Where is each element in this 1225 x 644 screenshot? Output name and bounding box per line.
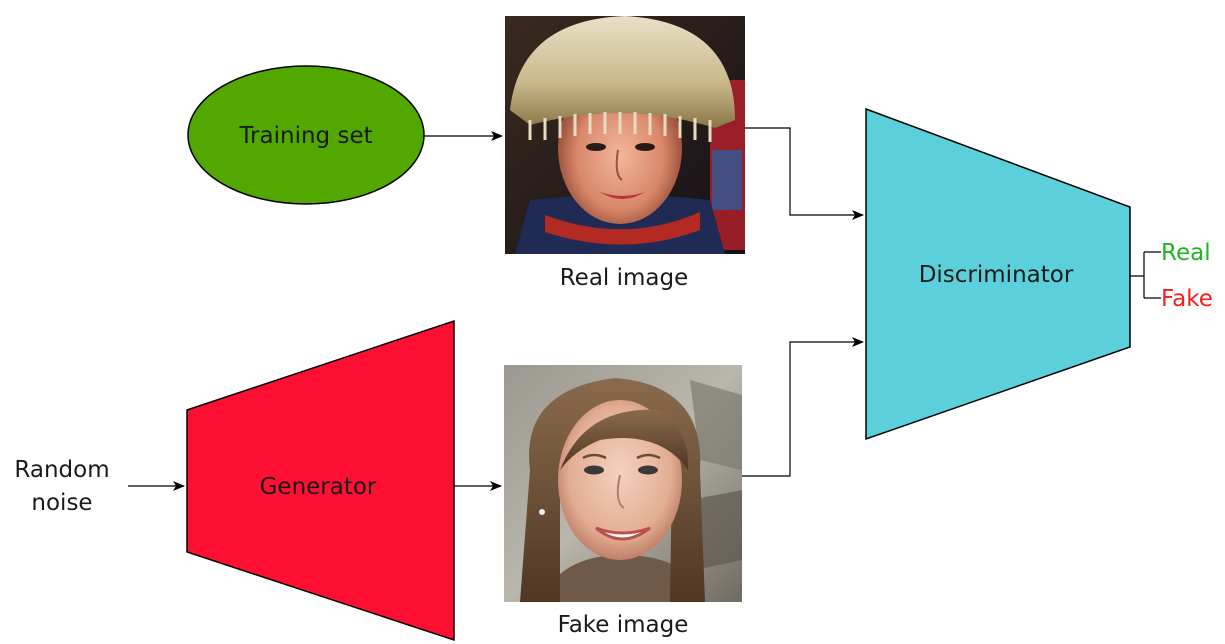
edges — [128, 127, 1161, 491]
generator-node: Generator — [186, 319, 455, 642]
training-set-label: Training set — [238, 123, 372, 149]
random-noise-line-1: Random — [14, 457, 109, 483]
real-image-caption: Real image — [560, 265, 689, 291]
generator-shape — [186, 319, 455, 642]
random-noise-label: Random noise — [14, 457, 109, 516]
output-real-label: Real — [1161, 240, 1211, 266]
real-image-photo — [505, 16, 745, 254]
discriminator-label: Discriminator — [919, 262, 1074, 288]
edge-fake-to-discriminator — [742, 337, 864, 477]
fake-image-caption: Fake image — [558, 612, 689, 638]
edge-real-to-discriminator — [745, 127, 864, 220]
training-set-ellipse — [187, 65, 425, 205]
random-noise-line-2: noise — [31, 490, 92, 516]
generator-label: Generator — [260, 474, 377, 500]
discriminator-shape — [865, 107, 1131, 441]
output-fake-label: Fake — [1161, 286, 1213, 312]
edge-discriminator-outputs — [1130, 251, 1161, 299]
training-set-node: Training set — [187, 65, 425, 205]
discriminator-node: Discriminator — [865, 107, 1131, 441]
fake-image-photo — [504, 365, 742, 602]
